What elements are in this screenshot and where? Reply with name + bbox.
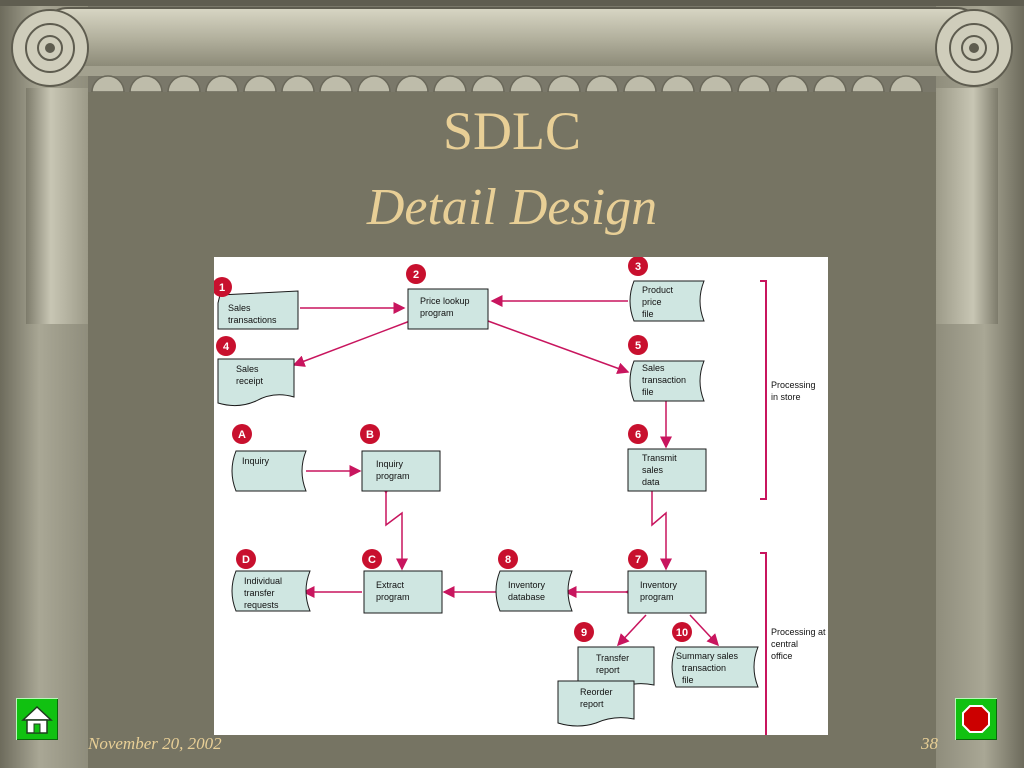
marker-5: 5: [628, 335, 648, 355]
arrow-2-4: [292, 320, 411, 367]
arrow-7-9: [616, 614, 647, 647]
marker-8: 8: [498, 549, 518, 569]
volute-right: [935, 9, 1013, 87]
marker-9: 9: [574, 622, 594, 642]
home-button[interactable]: [16, 698, 58, 740]
marker-B: B: [360, 424, 380, 444]
arrow-6-7: [646, 480, 672, 571]
node-sales-transaction-file: [629, 360, 705, 402]
svg-text:7: 7: [635, 554, 641, 566]
node-inventory-program: [627, 570, 707, 614]
group-label-store: Processing in store: [771, 380, 818, 402]
svg-text:2: 2: [413, 269, 419, 281]
node-individual-transfer: [231, 570, 311, 612]
column-capital: [0, 0, 1024, 92]
marker-7: 7: [628, 549, 648, 569]
svg-text:6: 6: [635, 429, 641, 441]
svg-text:4: 4: [223, 341, 230, 353]
arrow-B-C: [380, 482, 408, 571]
svg-text:8: 8: [505, 554, 511, 566]
svg-text:5: 5: [635, 340, 641, 352]
marker-4: 4: [216, 336, 236, 356]
label-inquiry: Inquiry: [242, 456, 270, 466]
node-product-price-file: [629, 280, 705, 322]
page-number: 38: [921, 734, 938, 753]
volute-left: [11, 9, 89, 87]
arrows: [292, 295, 720, 647]
stop-icon: [962, 705, 990, 733]
flow-diagram-svg: Processing in store Processing at centra…: [212, 256, 828, 735]
node-transmit-sales-data: [627, 448, 707, 492]
marker-C: C: [362, 549, 382, 569]
node-inquiry-program: [361, 450, 441, 492]
marker-10: 10: [672, 622, 692, 642]
node-reorder-report: [557, 680, 635, 727]
marker-3: 3: [628, 256, 648, 276]
arrow-7-10: [689, 614, 720, 647]
marker-A: A: [232, 424, 252, 444]
node-sales-receipt: [217, 358, 295, 407]
group-label-central: Processing at central office: [771, 627, 828, 661]
svg-text:A: A: [238, 429, 246, 441]
svg-text:B: B: [366, 429, 374, 441]
bracket-store: [760, 280, 767, 500]
svg-text:D: D: [242, 554, 250, 566]
marker-D: D: [236, 549, 256, 569]
arrow-2-5: [487, 320, 630, 375]
svg-text:3: 3: [635, 261, 641, 273]
marker-6: 6: [628, 424, 648, 444]
marker-2: 2: [406, 264, 426, 284]
svg-text:10: 10: [676, 627, 688, 639]
svg-text:1: 1: [219, 282, 225, 294]
bracket-central: [760, 552, 767, 735]
node-inventory-database: [495, 570, 573, 612]
pillar-right: [936, 88, 998, 324]
node-summary-sales: [671, 646, 759, 688]
node-inquiry: [231, 450, 307, 492]
slide-title: SDLC: [442, 101, 582, 161]
marker-1: 1: [212, 277, 232, 297]
node-extract-program: [363, 570, 443, 614]
pillar-left: [26, 88, 88, 324]
node-price-lookup: [407, 288, 489, 330]
svg-text:9: 9: [581, 627, 587, 639]
slide-subtitle: Detail Design: [366, 179, 658, 236]
svg-text:C: C: [368, 554, 376, 566]
footer-date: November 20, 2002: [88, 734, 222, 753]
home-icon: [21, 705, 53, 734]
flow-diagram: Processing in store Processing at centra…: [212, 256, 828, 735]
stop-button[interactable]: [955, 698, 997, 740]
